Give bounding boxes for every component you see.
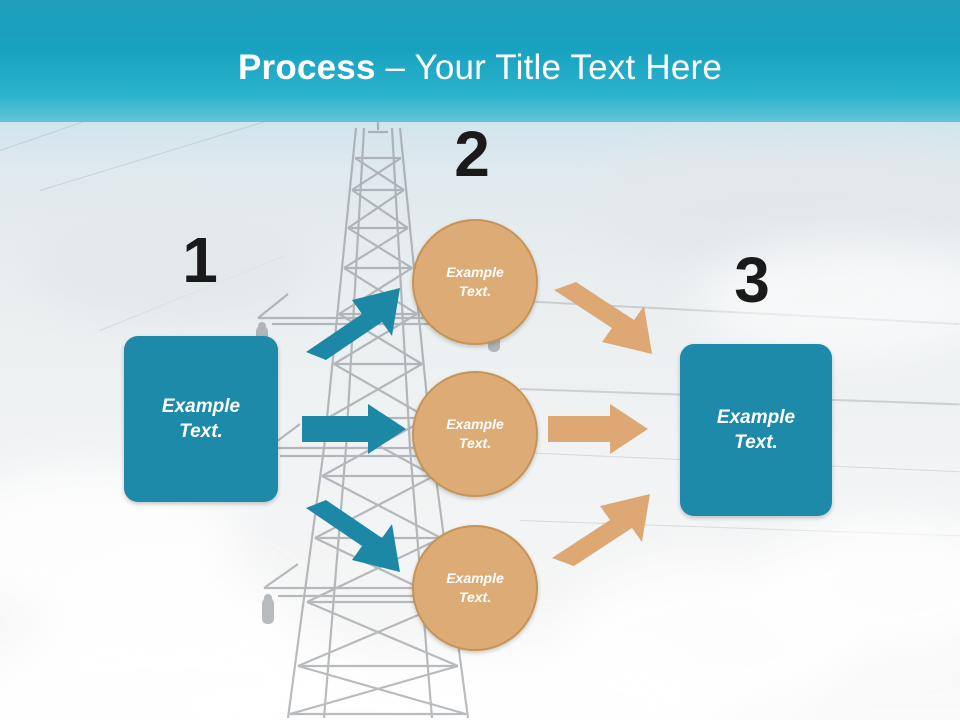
node-right-rectangle[interactable]: Example Text.	[680, 344, 832, 516]
node-circle-middle-label-line1: Example	[446, 416, 504, 432]
title-banner	[0, 0, 960, 122]
step-number-1: 1	[182, 224, 218, 296]
step-number-3: 3	[734, 244, 770, 316]
cloud	[30, 210, 310, 320]
node-left-label-line1: Example	[161, 396, 241, 417]
node-circle-middle-label-line2: Text.	[458, 435, 492, 451]
node-circle-bottom-label: Example Text.	[446, 569, 504, 607]
node-circle-bottom-label-line1: Example	[446, 570, 504, 586]
node-circle-top-label-line1: Example	[446, 264, 504, 280]
arrow-left-to-bottom[interactable]	[300, 500, 410, 580]
page-title: Process – Your Title Text Here	[0, 46, 960, 90]
arrow-bottom-to-right[interactable]	[546, 486, 658, 566]
node-circle-top-label-line2: Text.	[458, 283, 492, 299]
node-circle-bottom[interactable]: Example Text.	[412, 525, 538, 651]
node-left-rectangle[interactable]: Example Text.	[124, 336, 278, 502]
cloud	[760, 520, 960, 660]
arrow-left-to-top[interactable]	[300, 280, 410, 360]
step-number-2: 2	[454, 118, 490, 190]
node-circle-top[interactable]: Example Text.	[412, 219, 538, 345]
title-separator: –	[375, 48, 415, 87]
node-circle-bottom-label-line2: Text.	[458, 589, 492, 605]
cloud	[700, 240, 960, 360]
arrow-top-to-right[interactable]	[548, 282, 660, 362]
node-left-label: Example Text.	[162, 394, 240, 444]
node-right-label-line2: Text.	[734, 432, 778, 453]
node-circle-middle[interactable]: Example Text.	[412, 371, 538, 497]
node-circle-top-label: Example Text.	[446, 263, 504, 301]
node-right-label: Example Text.	[717, 405, 795, 455]
arrow-middle-to-right[interactable]	[548, 404, 648, 460]
node-right-label-line1: Example	[716, 407, 796, 428]
title-strong-part: Process	[238, 48, 376, 87]
arrow-left-to-middle[interactable]	[302, 404, 406, 460]
node-left-label-line2: Text.	[179, 421, 223, 442]
title-light-part: Your Title Text Here	[414, 48, 722, 87]
node-circle-middle-label: Example Text.	[446, 415, 504, 453]
